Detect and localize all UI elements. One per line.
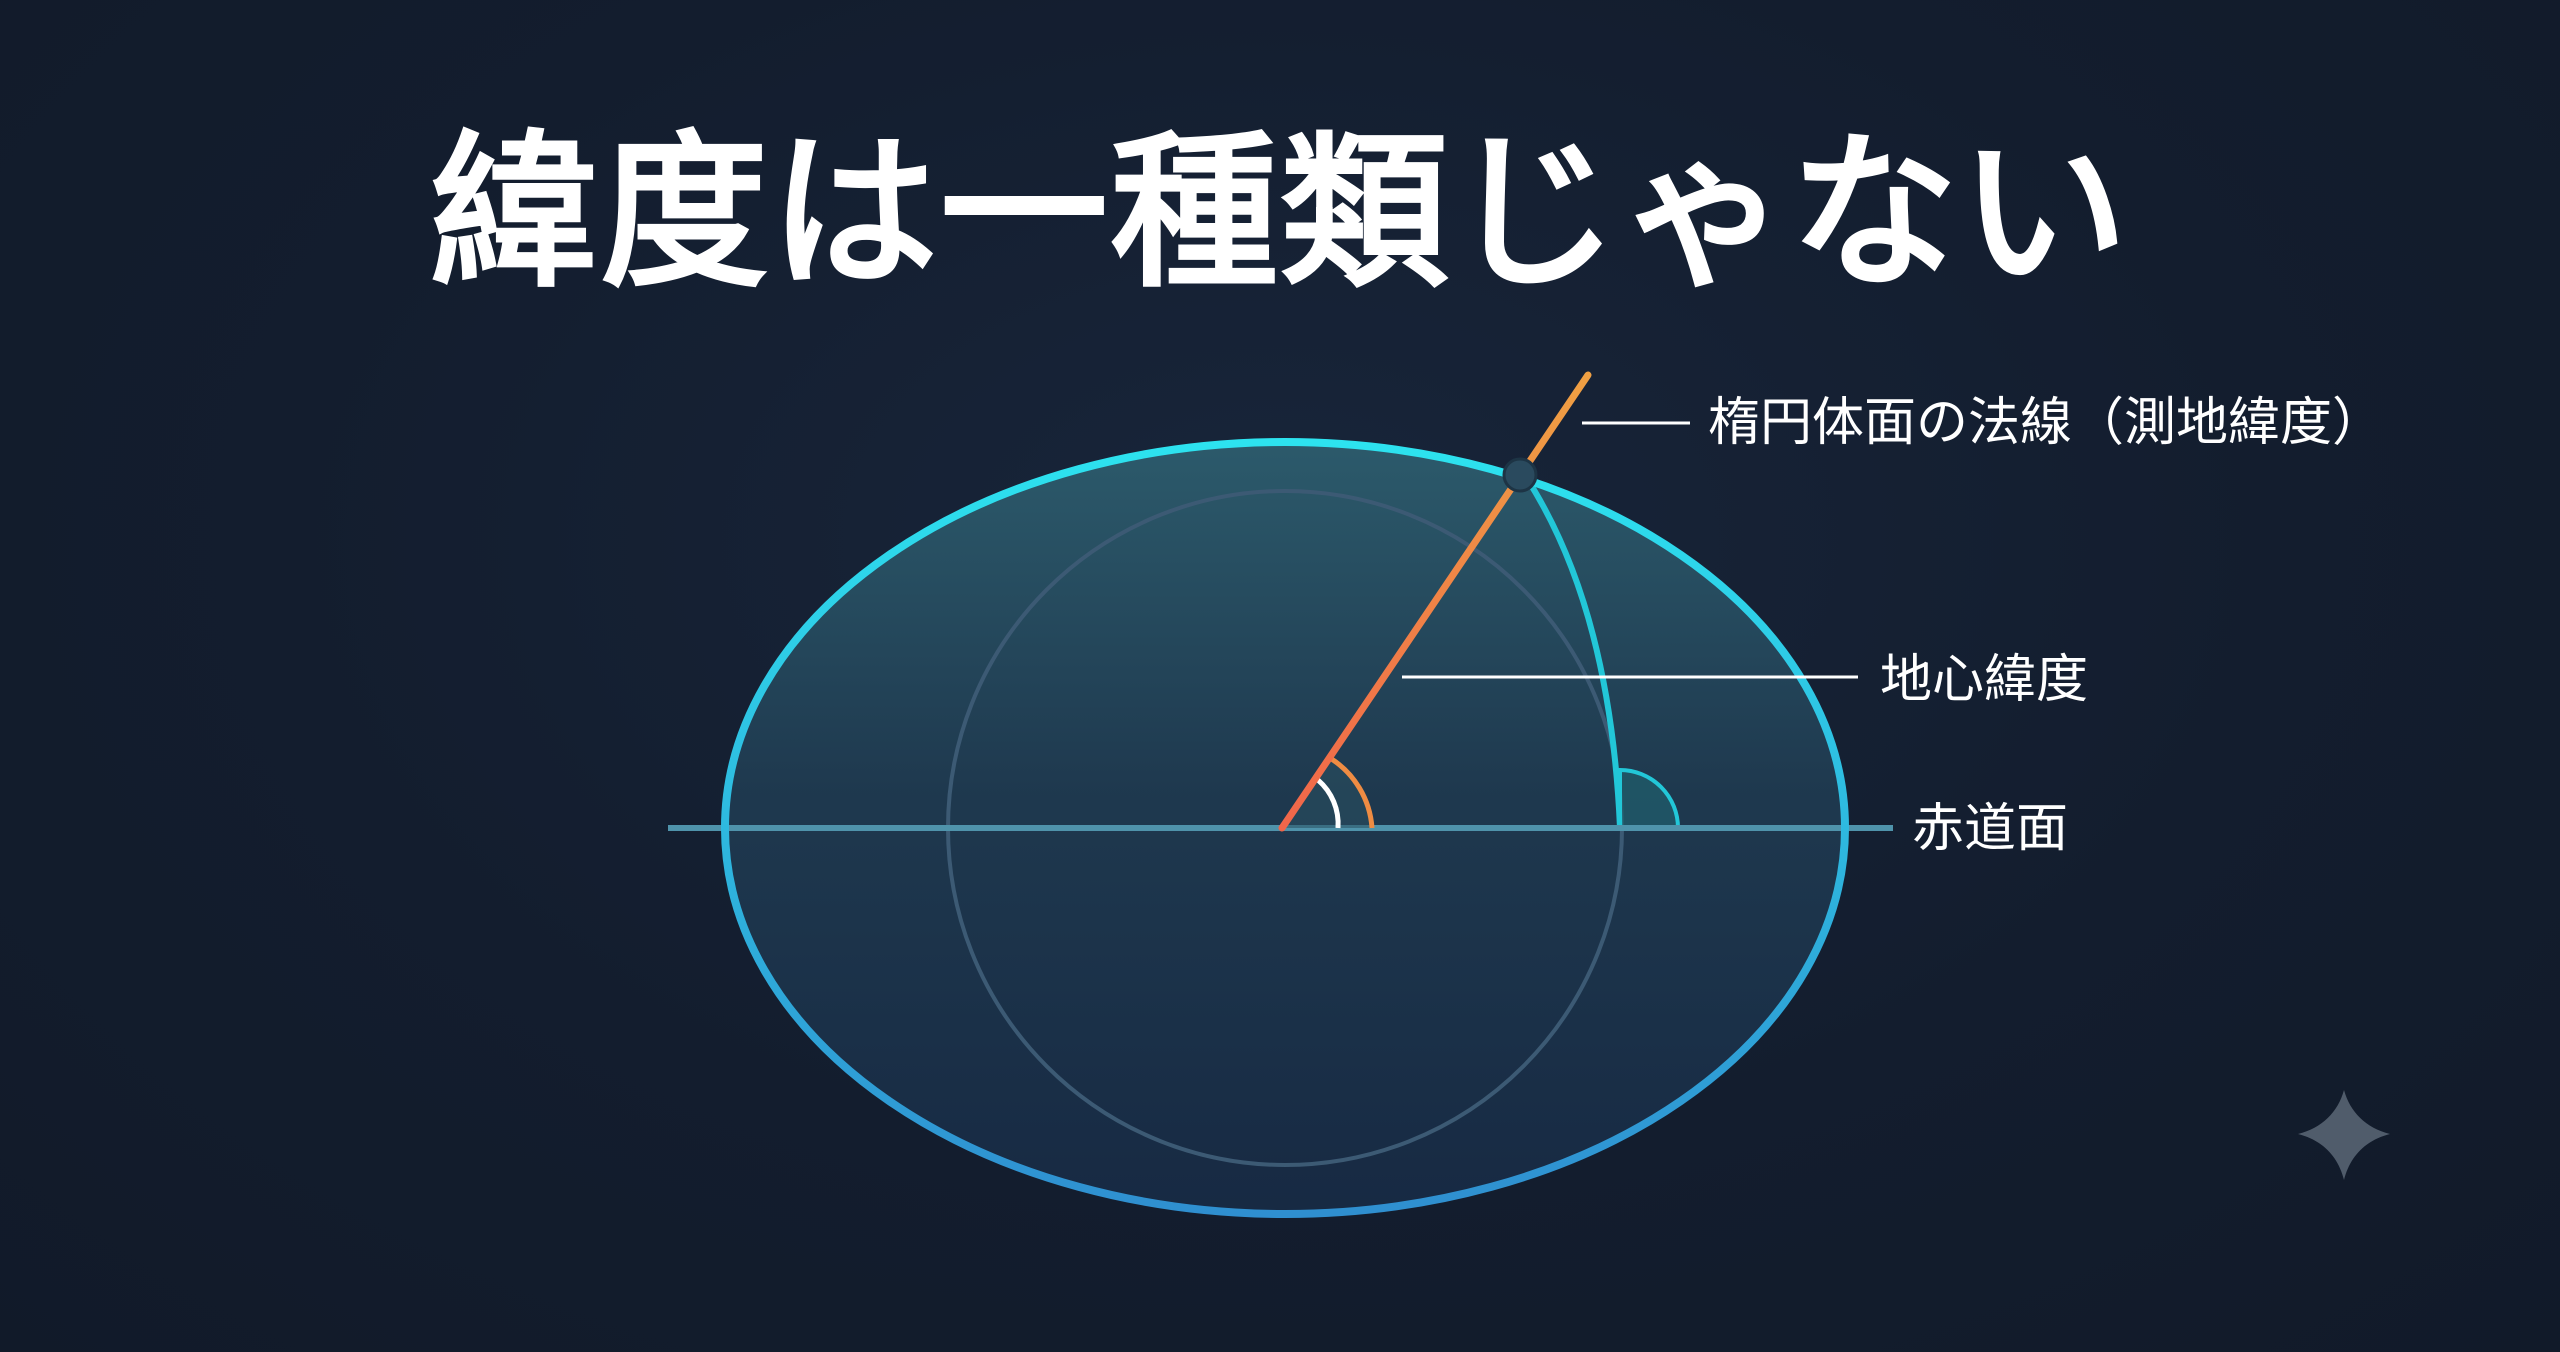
geodetic-angle-wedge [1282,760,1370,828]
meridian-arc [1517,466,1623,829]
right-angle-marker [1618,767,1681,830]
ellipsoid-outline [721,438,1849,1218]
ellipsoid-normal-line [1278,371,1592,832]
surface-point [1502,457,1538,493]
normal-label: 楕円体面の法線（測地緯度） [1708,393,2384,453]
geocentric-label: 地心緯度 [1880,650,2088,710]
geodetic-angle-arc [1328,755,1375,829]
sparkle-icon [2298,1090,2390,1180]
page-title: 緯度は一種類じゃない [430,115,2130,311]
equator-label: 赤道面 [1912,799,2068,859]
geocentric-angle-arc [1316,778,1341,829]
